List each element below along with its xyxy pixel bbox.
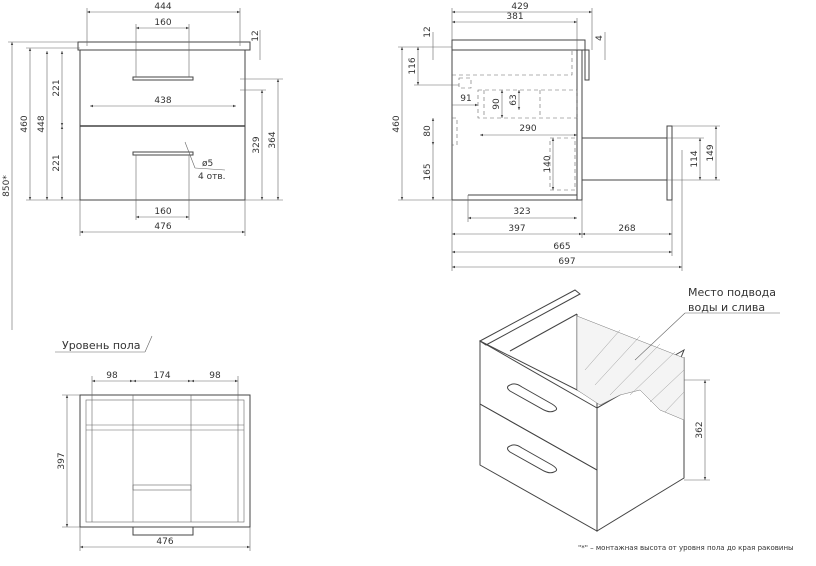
water-supply-label-line1: Место подвода [688, 286, 776, 299]
dim-438: 438 [154, 96, 171, 106]
dim-4: 4 [595, 35, 605, 41]
dim-12-side: 12 [423, 26, 433, 37]
dim-165: 165 [423, 163, 433, 180]
dim-397-plan: 397 [57, 452, 67, 469]
dim-221-top: 221 [52, 79, 62, 96]
dim-448: 448 [37, 115, 47, 132]
dim-91: 91 [460, 94, 471, 104]
dim-12: 12 [251, 30, 261, 41]
dim-98-left: 98 [106, 371, 118, 381]
dim-80: 80 [423, 125, 433, 137]
dim-149: 149 [706, 144, 716, 161]
dim-460-side: 460 [392, 115, 402, 132]
dim-476-plan: 476 [156, 537, 173, 547]
dim-160-bottom: 160 [154, 207, 171, 217]
dim-397: 397 [508, 224, 525, 234]
side-view: 429 381 12 4 116 460 91 90 63 290 80 165… [392, 2, 720, 271]
dim-364: 364 [268, 131, 278, 148]
handle-top [132, 76, 194, 81]
floor-level: Уровень пола [55, 335, 153, 353]
dim-114: 114 [690, 150, 700, 167]
dim-381: 381 [506, 12, 523, 22]
dim-268: 268 [618, 224, 635, 234]
dim-140: 140 [543, 155, 553, 172]
water-supply-label-line2: воды и слива [688, 301, 765, 314]
dim-63: 63 [509, 94, 519, 105]
footnote: "*" – монтажная высота от уровня пола до… [578, 544, 794, 552]
dim-160-top: 160 [154, 18, 171, 28]
dim-665: 665 [553, 242, 570, 252]
dim-429: 429 [511, 2, 528, 12]
dim-850: 850* [2, 175, 12, 197]
handle-bottom [132, 151, 194, 156]
dim-290: 290 [519, 124, 536, 134]
hole-diameter: ø5 [202, 159, 213, 169]
dim-323: 323 [513, 207, 530, 217]
dim-476: 476 [154, 222, 171, 232]
dim-697: 697 [558, 257, 575, 267]
dim-98-right: 98 [209, 371, 221, 381]
dim-444: 444 [154, 2, 171, 12]
floor-level-label: Уровень пола [62, 339, 141, 352]
dim-460: 460 [20, 115, 30, 132]
hole-count: 4 отв. [198, 172, 226, 182]
dim-90: 90 [492, 98, 502, 110]
dim-362: 362 [695, 421, 705, 438]
dim-329: 329 [252, 136, 262, 153]
dim-116: 116 [408, 57, 418, 74]
plan-view: 98 174 98 397 476 [57, 371, 251, 551]
dim-221-bottom: 221 [52, 154, 62, 171]
dim-174: 174 [153, 371, 170, 381]
isometric-view: Место подвода воды и слива 362 [479, 286, 780, 532]
front-view: 444 160 438 476 160 12 850* 460 448 221 … [2, 2, 283, 330]
